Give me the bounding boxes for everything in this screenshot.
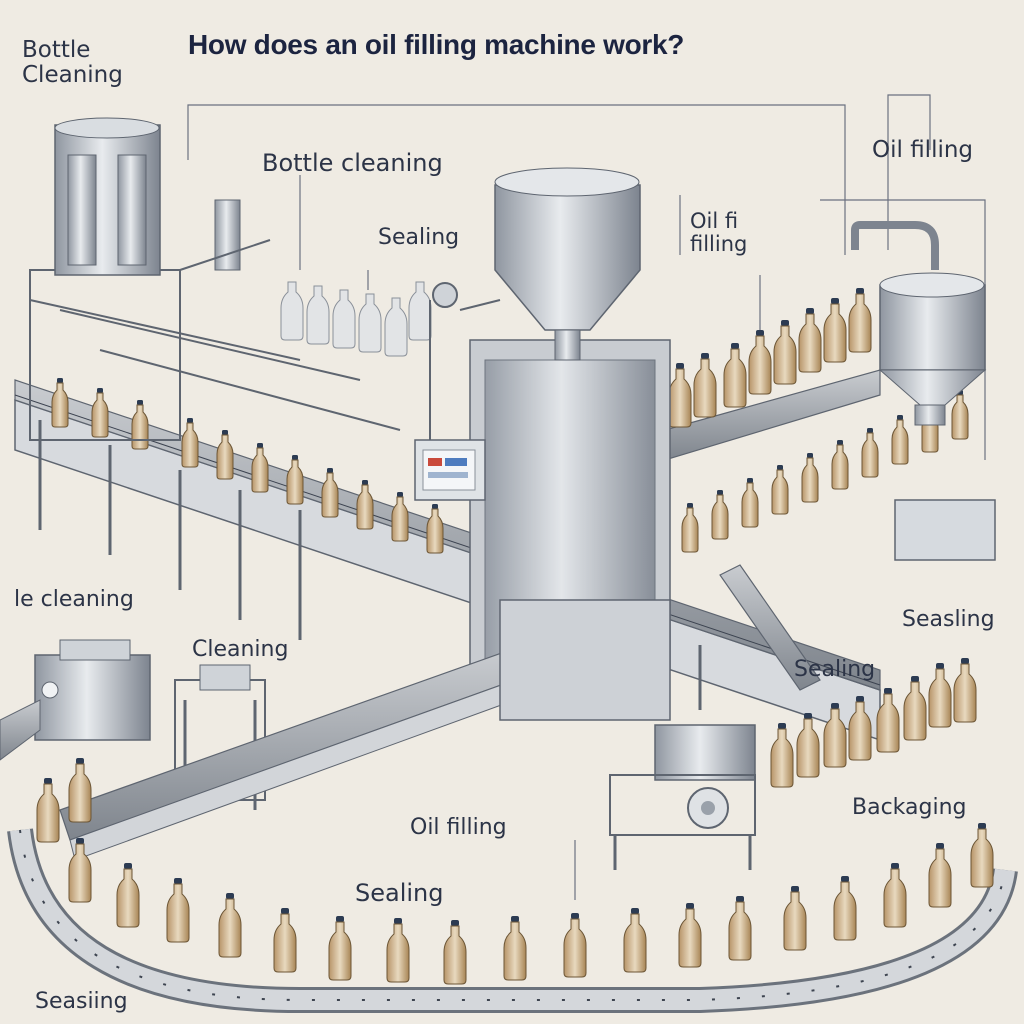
label-packaging: Backaging <box>852 795 967 820</box>
feed-conveyor <box>59 599 671 861</box>
leader-lines <box>187 94 986 900</box>
packaging-machine <box>609 724 756 870</box>
upper-right-conveyor <box>664 287 881 461</box>
label-seasling-right: Seasling <box>902 607 995 632</box>
label-sealing-upper: Sealing <box>378 225 460 250</box>
label-bottle-cleaning: Bottle cleaning <box>262 149 443 177</box>
label-oil-filling-bottom: Oil filling <box>410 815 507 840</box>
label-bottle-cleaning-top-left: Bottle Cleaning <box>22 37 123 89</box>
right-oil-tank <box>851 221 996 561</box>
label-cleaning-left: le cleaning <box>14 587 134 612</box>
label-oil-filling-center: Oil fi filling <box>690 209 748 257</box>
bottle-cleaning-unit <box>29 117 401 441</box>
page-title: How does an oil filling machine work? <box>188 29 685 60</box>
label-seasiing-bottom-left: Seasiing <box>35 989 128 1014</box>
label-oil-filling-right: Oil filling <box>872 137 974 163</box>
empty-bottles-row <box>280 281 432 357</box>
label-cleaning-mid: Cleaning <box>192 637 289 662</box>
label-sealing-mid-right: Sealing <box>794 657 876 682</box>
output-conveyor <box>7 828 1018 1013</box>
cleaning-station-box <box>0 639 151 761</box>
sealing-chute <box>719 564 821 691</box>
label-sealing-bottom: Sealing <box>355 879 444 907</box>
